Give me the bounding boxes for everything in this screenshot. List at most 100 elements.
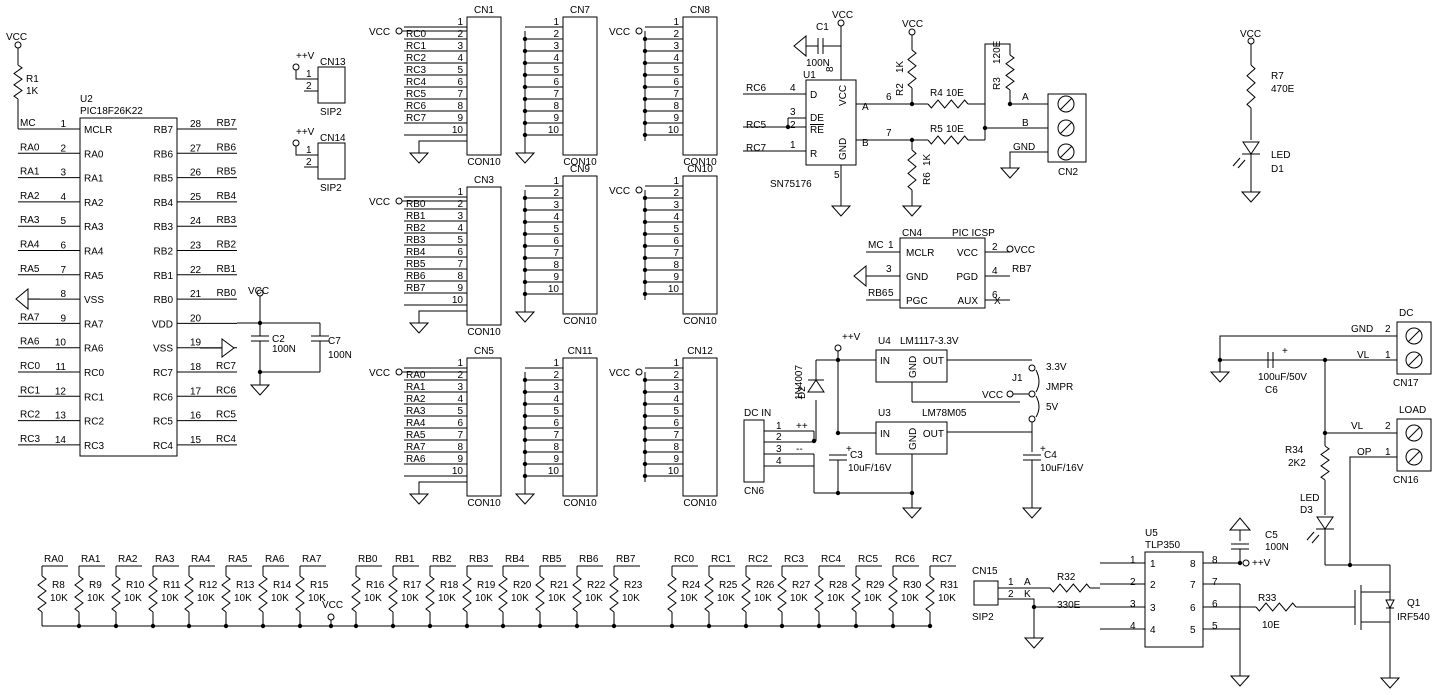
- header-pin-number: 4: [553, 212, 559, 223]
- cn4-pin-name: MCLR: [906, 248, 934, 259]
- header-pin-number: 5: [553, 224, 559, 235]
- pullup-resistor: [351, 575, 361, 613]
- header-pin-number: 1: [553, 17, 559, 28]
- header-pin-number: 5: [553, 406, 559, 417]
- net-label: RB7: [217, 118, 237, 129]
- wire: [418, 140, 467, 147]
- u5-pin-number: 2: [1150, 580, 1156, 591]
- pullup-resistor: [888, 575, 898, 613]
- junction-dot: [642, 461, 648, 467]
- r7-ref: R7: [1271, 71, 1284, 82]
- u5-pin-outer: 5: [1212, 621, 1218, 632]
- net-label: RA2: [20, 191, 40, 202]
- u3-ref: U3: [878, 408, 891, 419]
- vcc-terminal: [395, 27, 403, 35]
- header-pin-number: 1: [457, 17, 463, 28]
- ground-symbol: [1023, 632, 1045, 649]
- u5-pin-outer: 6: [1212, 599, 1218, 610]
- r3-value: 120E: [992, 40, 1003, 64]
- junction-dot: [522, 413, 528, 419]
- junction-dot: [642, 279, 648, 285]
- r33-resistor: [1255, 602, 1297, 612]
- u5-pin-outer: 4: [1130, 621, 1136, 632]
- header-pin-number: 2: [673, 370, 679, 381]
- u2-pin-name: RB1: [154, 271, 174, 282]
- screw-slot: [1407, 426, 1421, 440]
- u2-pin-number: 13: [55, 411, 67, 422]
- net-label: RA7: [20, 312, 40, 323]
- r3-resistor: [1005, 54, 1015, 91]
- u2-pin-number: 12: [55, 386, 67, 397]
- net-label: RB0: [406, 199, 426, 210]
- junction-dot: [522, 279, 528, 285]
- net-label: RC4: [216, 434, 236, 445]
- vcc-terminal: [1006, 390, 1014, 398]
- junction-dot: [522, 291, 528, 297]
- pullup-value: 10K: [901, 593, 919, 604]
- d1-type: LED: [1271, 150, 1290, 161]
- junction-dot: [522, 243, 528, 249]
- junction-dot: [76, 623, 82, 629]
- junction-dot: [1237, 560, 1243, 566]
- u1-pin-name: DE: [810, 113, 824, 124]
- u2-pin-name: RA2: [84, 198, 104, 209]
- r33-value: 10E: [1262, 620, 1280, 631]
- junction-dot: [260, 623, 266, 629]
- u3-out: OUT: [923, 429, 944, 440]
- header-pin-number: 10: [548, 125, 560, 136]
- junction-dot: [890, 623, 896, 629]
- pullup-resistor: [851, 575, 861, 613]
- header-pin-number: 5: [673, 406, 679, 417]
- j1-lower: 5V: [1046, 402, 1059, 413]
- net-label: RB4: [406, 247, 426, 258]
- header-pin-number: 3: [457, 211, 463, 222]
- junction-dot: [150, 623, 156, 629]
- r3-ref: R3: [992, 77, 1003, 90]
- junction-dot: [642, 473, 648, 479]
- ground-triangle: [1229, 675, 1251, 687]
- net-label: RA4: [191, 554, 211, 565]
- net-label: RB6: [217, 142, 237, 153]
- u2-pin-name: RA1: [84, 174, 104, 185]
- junction-dot: [522, 36, 528, 42]
- header-pin-number: 10: [548, 466, 560, 477]
- u2-pin-name: RC1: [84, 392, 104, 403]
- cn6-pin: 4: [776, 456, 782, 467]
- pullup-value: 10K: [938, 593, 956, 604]
- header-pin-number: 9: [553, 272, 559, 283]
- u5-pin-number: 3: [1150, 603, 1156, 614]
- u2-pin-number: 16: [190, 411, 202, 422]
- header-pin-number: 5: [553, 65, 559, 76]
- junction-dot: [642, 401, 648, 407]
- cn2-label: GND: [1013, 142, 1035, 153]
- pullup-ref: R13: [236, 580, 255, 591]
- header-pin-number: 8: [553, 101, 559, 112]
- junction-dot: [186, 623, 192, 629]
- net-label: RC7: [216, 361, 236, 372]
- cn14-pin: 1: [306, 145, 312, 156]
- ground-symbol: [408, 488, 430, 505]
- vcc-terminal: [635, 27, 643, 35]
- u1-pin-number: 6: [886, 92, 892, 103]
- junction-dot: [642, 219, 648, 225]
- header-pin-number: 8: [457, 271, 463, 282]
- junction-dot: [779, 623, 785, 629]
- pv-terminal: [292, 63, 300, 71]
- vcc-terminal: [635, 186, 643, 194]
- junction-dot: [816, 623, 822, 629]
- u2-pin-name: RB4: [154, 198, 174, 209]
- junction-dot: [257, 369, 263, 375]
- header-pin-number: 4: [553, 53, 559, 64]
- r2-ref: R2: [895, 83, 906, 96]
- wire: [1009, 90, 1048, 105]
- pullup-value: 10K: [790, 593, 808, 604]
- net-label: RC7: [746, 143, 766, 154]
- junction-dot: [1217, 357, 1223, 363]
- c3-polarity: +: [846, 444, 852, 455]
- vcc-label: VCC: [1014, 245, 1035, 256]
- vcc-terminal: [635, 368, 643, 376]
- header-pin-number: 8: [457, 442, 463, 453]
- junction-dot: [522, 132, 528, 138]
- pullup-value: 10K: [548, 593, 566, 604]
